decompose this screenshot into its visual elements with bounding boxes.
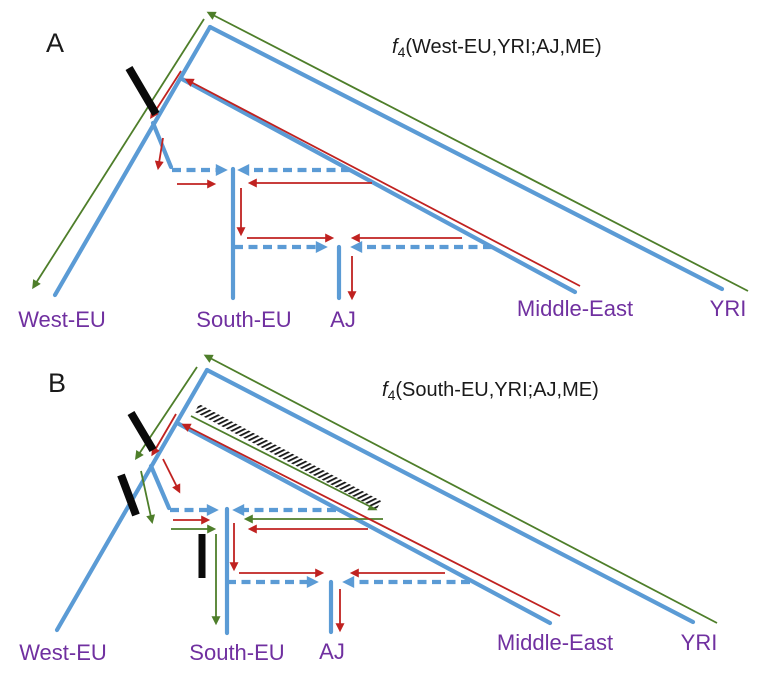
red-path-arrow-shared-branch: [151, 413, 177, 457]
tip-label-middle-east: Middle-East: [517, 296, 633, 321]
red-path-arrow-to-admix: [154, 137, 164, 171]
tip-label-yri: YRI: [710, 296, 747, 321]
panel-a: A f4(West-EU,YRI;AJ,ME) West-EU South-EU…: [18, 11, 749, 332]
red-path-arrow-me-branch: [184, 78, 581, 287]
tree-branch-middle-east: [179, 76, 578, 295]
tip-label-middle-east: Middle-East: [497, 630, 613, 655]
f4-statistic-title: f4(South-EU,YRI;AJ,ME): [382, 379, 599, 403]
tree-branch-south-eu-source: [148, 463, 172, 511]
red-path-arrow-me-branch: [181, 423, 561, 617]
green-path-arrow-me-branch: [190, 415, 378, 511]
branch-bar-black: [125, 65, 160, 117]
panel-label: B: [48, 368, 66, 398]
tip-label-west-eu: West-EU: [19, 640, 107, 665]
tree-branch-middle-east: [176, 421, 553, 626]
branch-bar-hatched-me: [194, 404, 382, 509]
panel-label: A: [46, 28, 64, 58]
tip-label-yri: YRI: [681, 630, 718, 655]
tip-label-south-eu: South-EU: [189, 640, 284, 665]
red-path-arrow-to-admix: [162, 458, 181, 494]
branch-bar-black-lower: [117, 473, 140, 517]
tree-branch-yri: [204, 367, 696, 625]
tip-label-aj: AJ: [330, 307, 356, 332]
red-path-arrow-shared-branch: [150, 70, 182, 120]
green-path-arrow-root-to-westeu: [32, 18, 205, 290]
tip-label-west-eu: West-EU: [18, 307, 106, 332]
tip-label-aj: AJ: [319, 639, 345, 664]
panel-b: B f4(South-EU,YRI;AJ,ME) West-EU South-E…: [19, 354, 718, 665]
branch-bar-black-upper: [127, 410, 157, 453]
green-path-arrow-yri-to-root: [206, 11, 749, 292]
tree-branch-west-eu: [52, 24, 213, 298]
tip-label-south-eu: South-EU: [196, 307, 291, 332]
tree-branch-yri: [207, 24, 725, 292]
green-path-arrow-to-admix: [140, 470, 156, 525]
f4-statistic-title: f4(West-EU,YRI;AJ,ME): [392, 36, 602, 60]
green-path-arrow-yri-to-root: [203, 354, 718, 624]
